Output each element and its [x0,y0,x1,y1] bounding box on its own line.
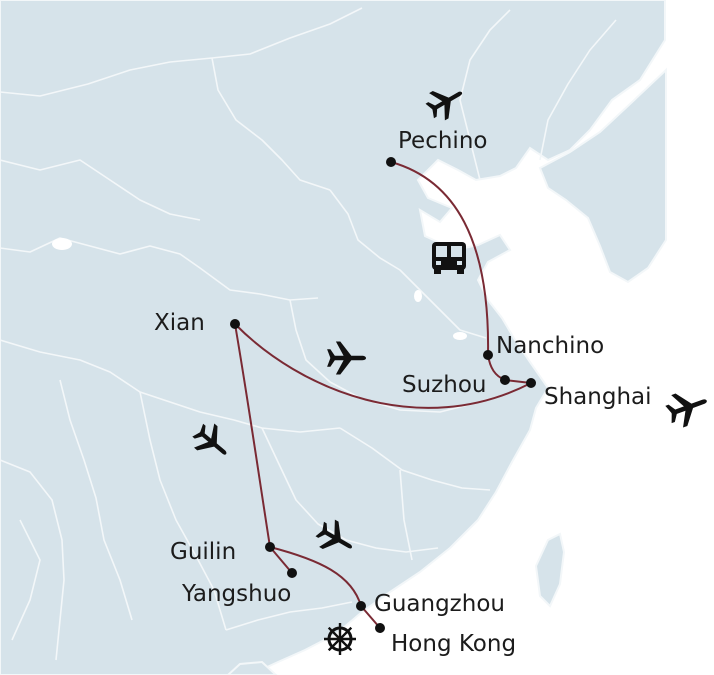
city-dot-nanchino [483,350,493,360]
city-label-yangshuo: Yangshuo [181,581,291,607]
city-dot-shanghai [526,378,536,388]
city-label-shanghai: Shanghai [544,384,652,410]
city-dot-guangzhou [356,601,366,611]
city-dot-xian [230,319,240,329]
lake [52,238,72,250]
city-label-hongkong: Hong Kong [391,631,516,657]
lake [414,290,422,302]
route-xian-guilin [234,323,271,548]
bus-icon [432,242,466,274]
route-xian-shanghai [234,323,532,409]
city-dot-pechino [386,157,396,167]
city-label-pechino: Pechino [398,128,487,154]
city-dot-guilin [265,542,275,552]
mainland [0,0,666,675]
ship-wheel-icon [324,623,356,655]
city-label-guangzhou: Guangzhou [374,591,505,617]
taiwan [534,532,566,608]
borders-and-rivers [0,7,617,661]
korea-landmass [538,67,667,284]
route-pechino-nanchino [390,161,490,356]
city-label-xian: Xian [154,310,205,336]
hainan [226,660,278,675]
city-dots [230,157,536,633]
city-label-nanchino: Nanchino [496,333,604,359]
city-dot-hongkong [375,623,385,633]
city-dot-yangshuo [287,568,297,578]
route-guilin-yangshuo [269,546,293,574]
route-guilin-guangzhou [269,546,362,607]
lake [453,332,467,340]
city-label-guilin: Guilin [170,539,236,565]
city-dot-suzhou [500,375,510,385]
city-label-suzhou: Suzhou [402,372,486,398]
